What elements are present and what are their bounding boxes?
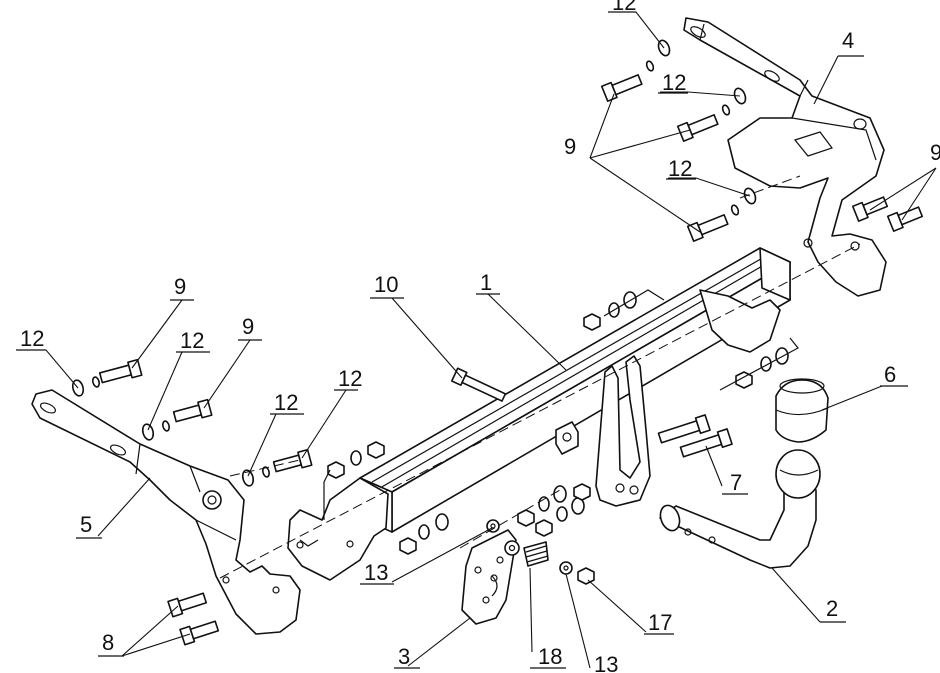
label-4: 4: [842, 28, 854, 53]
socket-plate: [461, 529, 517, 625]
assembly-guide-lines: [219, 175, 861, 579]
label-7: 7: [730, 470, 742, 495]
tow-ball-arm: [659, 449, 821, 569]
label-18: 18: [538, 644, 562, 669]
label-3: 3: [398, 644, 410, 669]
right-mounting-bracket: [683, 17, 887, 297]
main-crossbar: [287, 247, 791, 581]
label-12-left-second: 12: [180, 328, 204, 353]
label-1: 1: [480, 270, 492, 295]
leader-lines: [18, 11, 937, 669]
left-mounting-bracket: [31, 389, 301, 635]
ball-cover: [775, 378, 829, 443]
label-12-left: 12: [20, 326, 44, 351]
label-10: 10: [374, 272, 398, 297]
label-2: 2: [826, 596, 838, 621]
label-17: 17: [648, 610, 672, 635]
label-9-left-second: 9: [242, 314, 254, 339]
label-13-left: 13: [364, 560, 388, 585]
part-labels: 12 12 9 12 4 9 10 1 6 7 2 17 13 18 3 13 …: [16, 0, 940, 673]
label-12-upper-mid: 12: [662, 70, 686, 95]
label-12-upper-low: 12: [668, 156, 692, 181]
label-6: 6: [884, 362, 896, 387]
label-5: 5: [80, 512, 92, 537]
label-8: 8: [102, 630, 114, 655]
label-9-far-right: 9: [930, 140, 940, 165]
label-12-top: 12: [612, 0, 636, 15]
label-9-upper-fan: 9: [564, 134, 576, 159]
label-12-left-third: 12: [274, 390, 298, 415]
label-13-bottom-right: 13: [594, 652, 618, 673]
bolts: [98, 74, 924, 646]
label-9-left-first: 9: [174, 274, 186, 299]
label-9-left-third: 12: [338, 366, 362, 391]
